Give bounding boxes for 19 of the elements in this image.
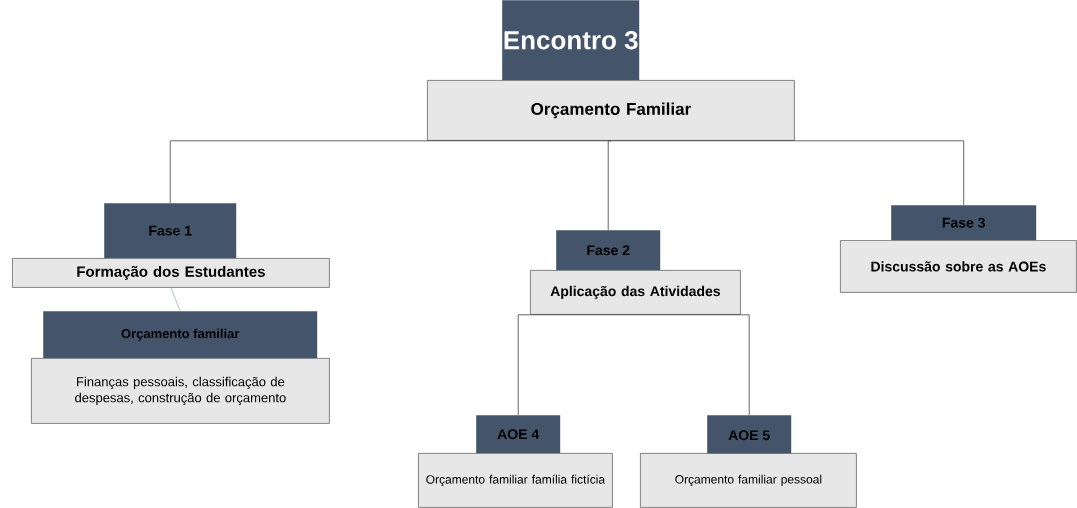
connector-line xyxy=(635,314,750,416)
connector-line xyxy=(610,140,965,206)
text-box: Orçamento familiar pessoal xyxy=(640,453,857,508)
connector-line xyxy=(517,314,636,416)
connector-line xyxy=(170,287,181,312)
header-tab: Fase 2 xyxy=(556,230,661,271)
header-tab: Encontro 3 xyxy=(502,0,640,81)
text-box: Aplicação das Atividades xyxy=(530,270,741,315)
text-box: Finanças pessoais, classificação de despesas, construção de orçamento xyxy=(31,358,330,424)
text-box: Orçamento familiar família fictícia xyxy=(418,453,613,508)
text-box: Formação dos Estudantes xyxy=(12,258,330,288)
header-tab: Fase 3 xyxy=(891,205,1037,241)
text-box: Discussão sobre as AOEs xyxy=(840,240,1077,293)
header-tab: Fase 1 xyxy=(104,203,237,259)
text-box: Orçamento Familiar xyxy=(427,80,795,141)
header-tab: AOE 5 xyxy=(707,415,792,456)
connector-line xyxy=(607,140,612,231)
header-tab: Orçamento familiar xyxy=(43,311,318,359)
header-tab: AOE 4 xyxy=(476,415,561,454)
